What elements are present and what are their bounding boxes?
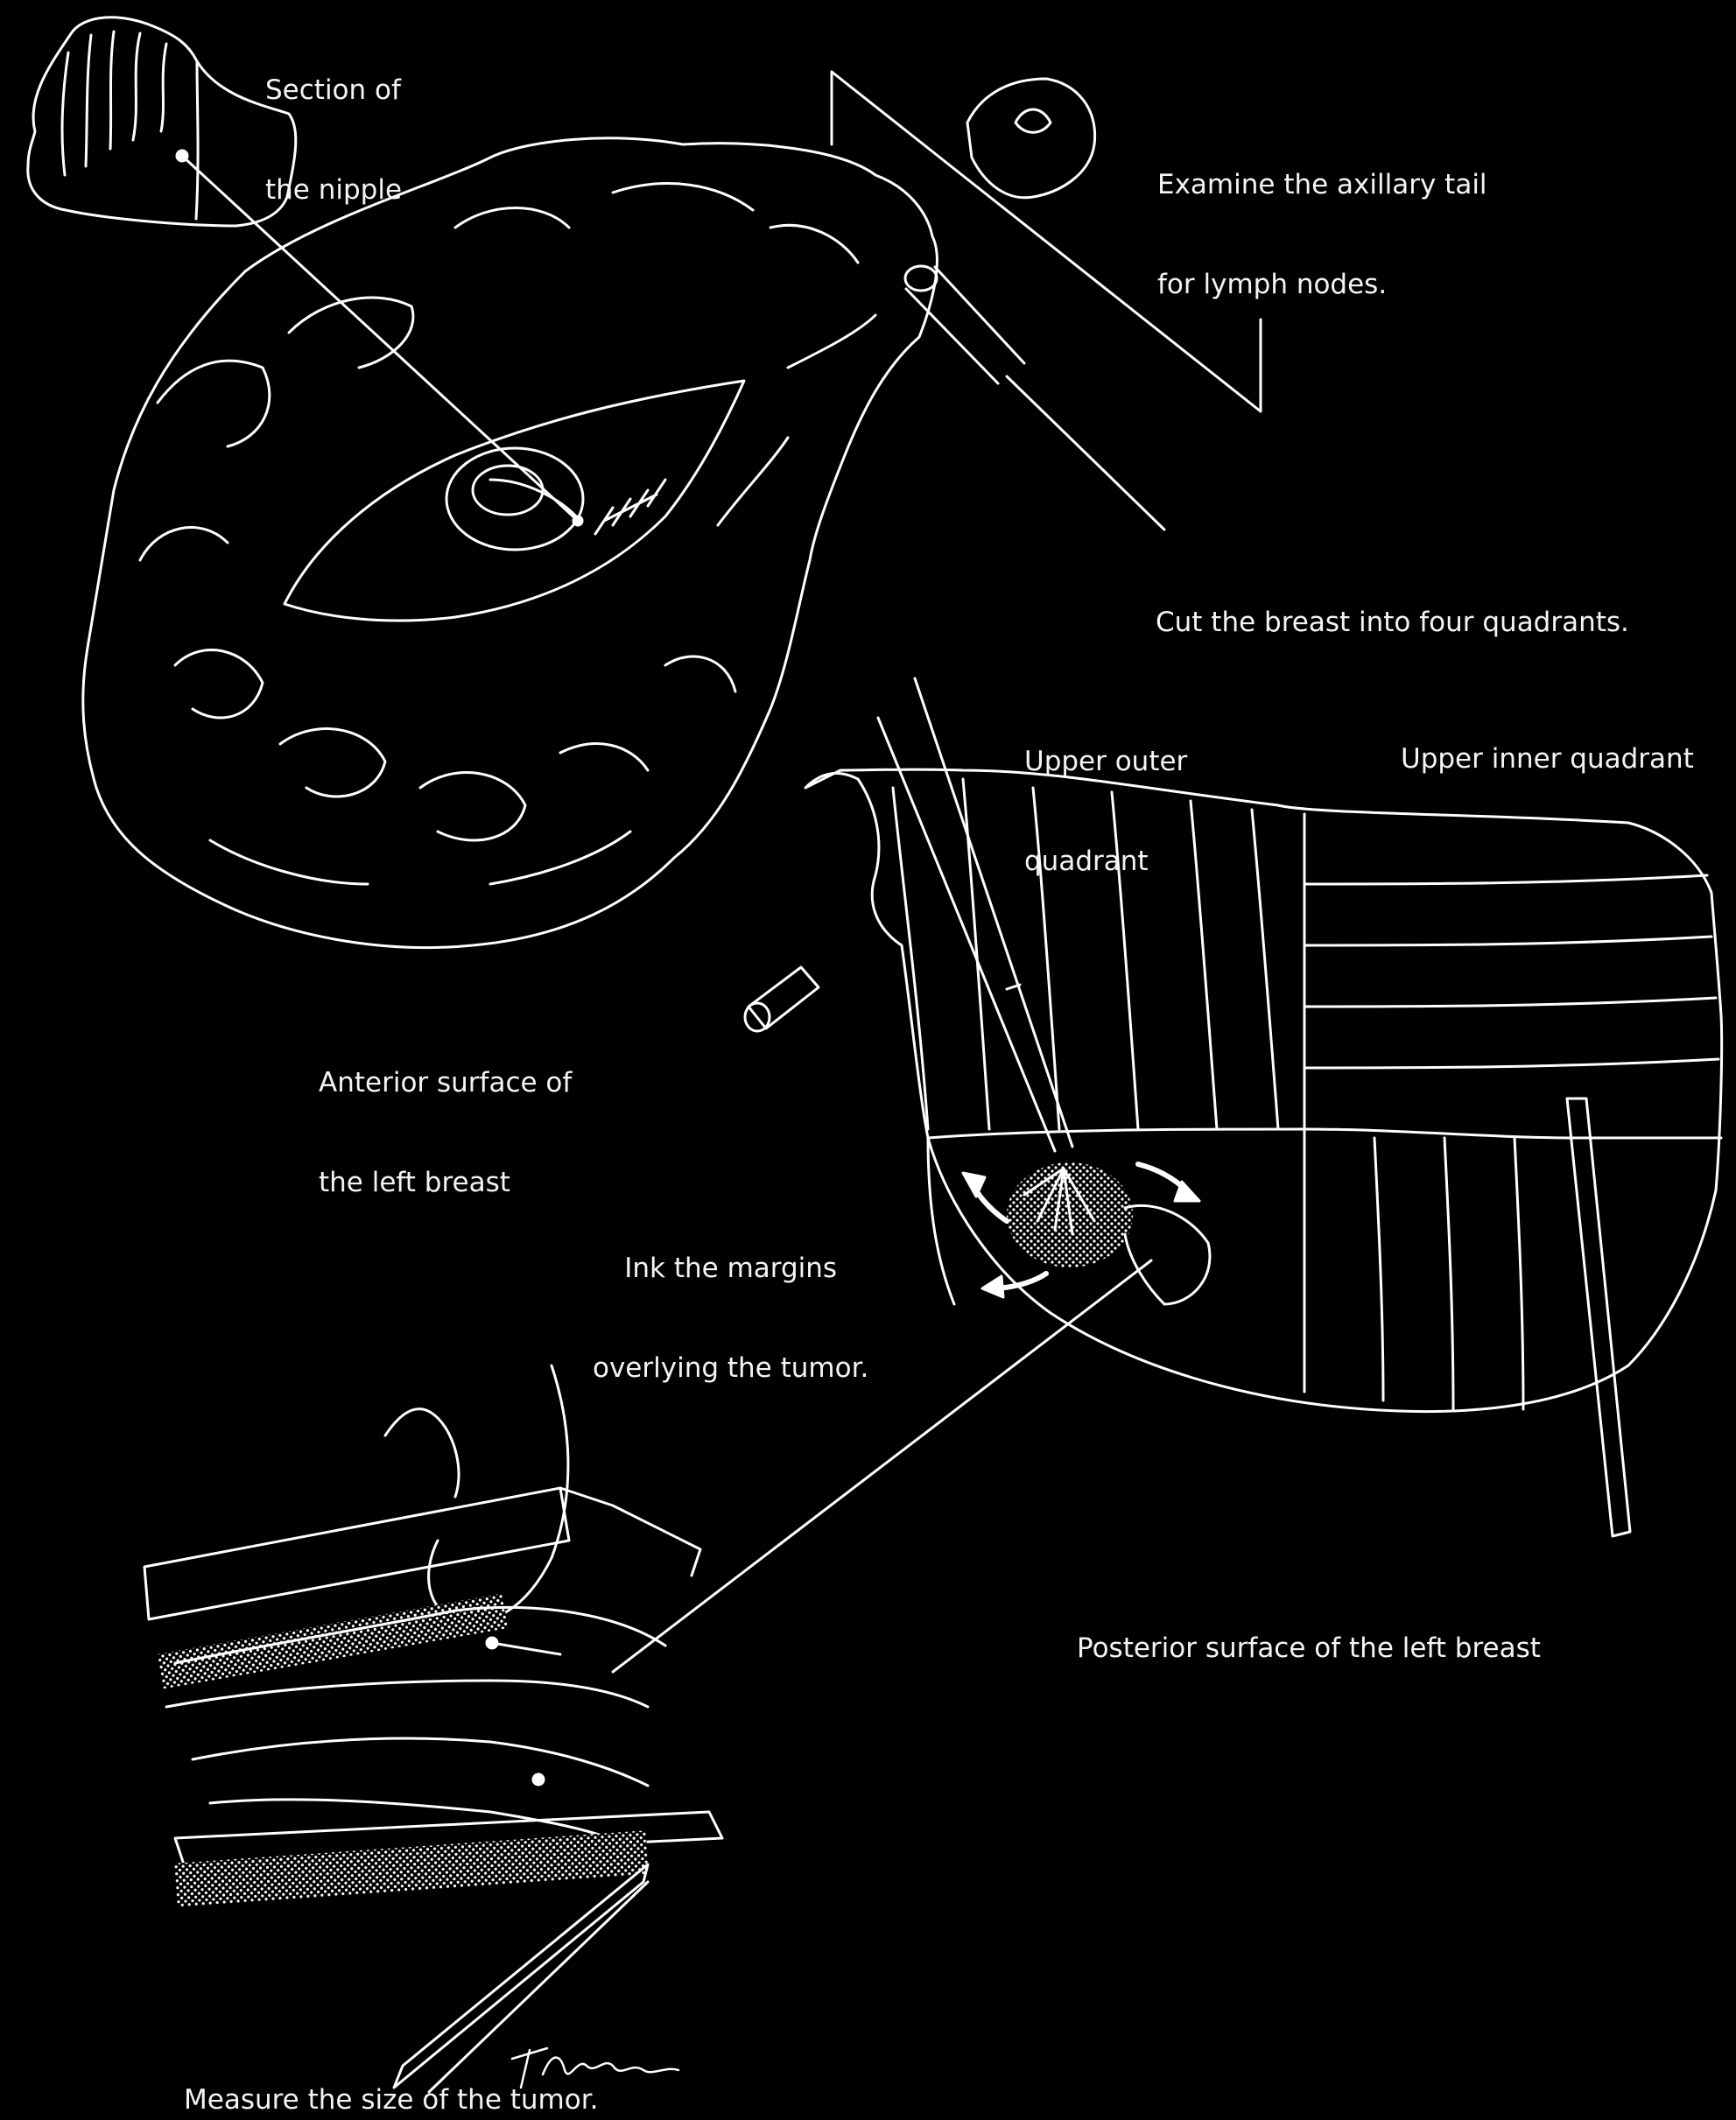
anterior-surface-label: Anterior surface of the left breast bbox=[319, 1067, 573, 1198]
nipple-leader-line bbox=[180, 154, 580, 523]
upper-outer-quadrant-label: Upper outer quadrant bbox=[1024, 746, 1188, 877]
skin-ellipse-drawing bbox=[283, 379, 746, 622]
artist-signature bbox=[510, 2046, 680, 2089]
measure-tumor-label: Measure the size of the tumor. bbox=[184, 2084, 599, 2116]
ink-applicator-drawing bbox=[876, 677, 1074, 1153]
posterior-breast-drawing bbox=[743, 768, 1724, 1538]
upper-inner-quadrant-label: Upper inner quadrant bbox=[1401, 743, 1694, 775]
ink-margins-label: Ink the margins overlying the tumor. bbox=[593, 1253, 869, 1384]
posterior-surface-label: Posterior surface of the left breast bbox=[1077, 1632, 1541, 1664]
anterior-breast-drawing bbox=[81, 137, 938, 950]
cut-quadrants-label: Cut the breast into four quadrants. bbox=[1156, 607, 1629, 638]
nipple-section-label: Section of the nipple bbox=[265, 74, 403, 206]
axillary-tail-label: Examine the axillary tail for lymph node… bbox=[1157, 169, 1487, 300]
ink-patch-drawing bbox=[961, 1162, 1212, 1306]
tumor-leader-line bbox=[611, 1259, 1153, 1674]
axillary-tail-drawing bbox=[830, 70, 1262, 531]
nipple-section-drawing bbox=[26, 16, 298, 228]
measurement-drawing bbox=[143, 1364, 724, 2094]
